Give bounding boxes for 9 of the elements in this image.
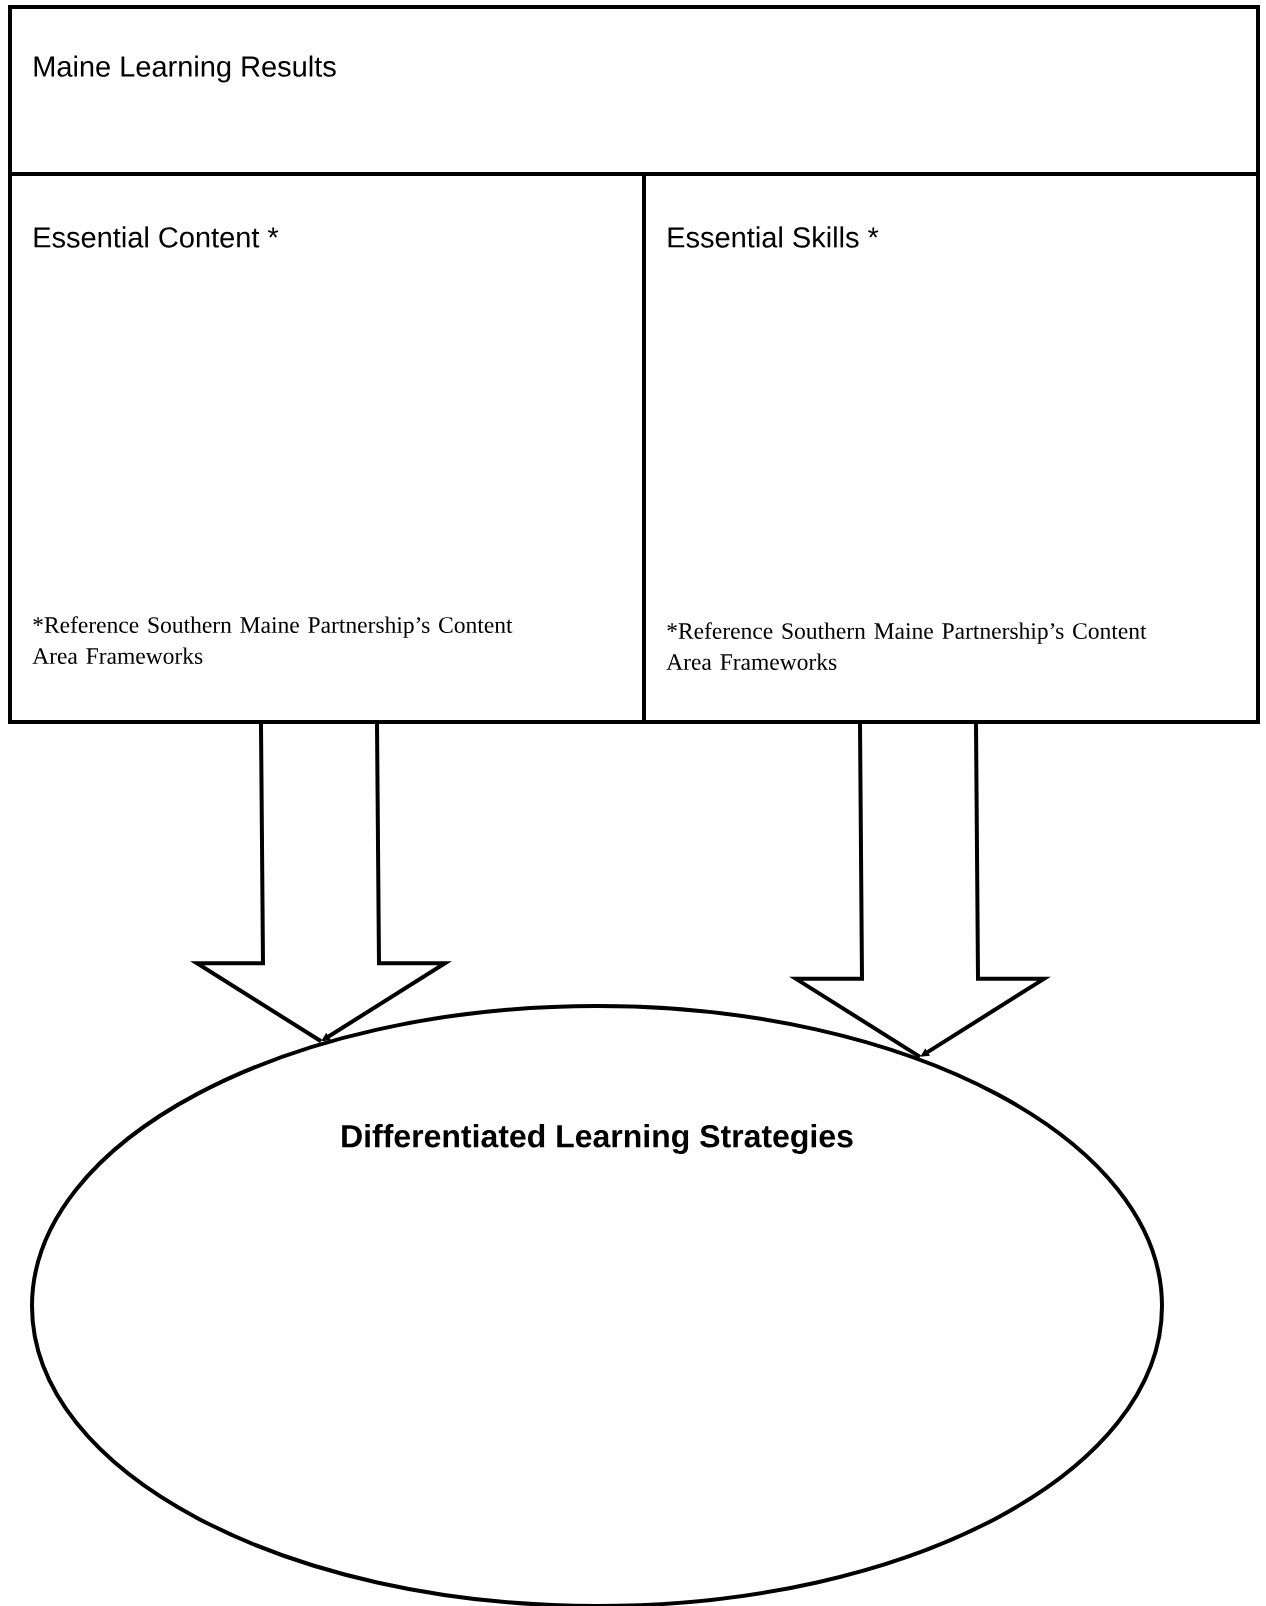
box-heading: Maine Learning Results [34, 55, 336, 83]
content-box [642, 172, 1260, 724]
block-arrow [190, 722, 452, 1044]
box-heading: Essential Content * [34, 226, 279, 248]
box-heading: Essential Skills * [668, 226, 879, 248]
ellipse-heading: Differentiated Learning Strategies [342, 1124, 853, 1154]
block-arrow [789, 722, 1051, 1059]
footnote: *Reference Southern Maine Partnership’s Content Area Frameworks [666, 622, 1147, 670]
footnote: *Reference Southern Maine Partnership’s Content Area Frameworks [32, 616, 513, 664]
